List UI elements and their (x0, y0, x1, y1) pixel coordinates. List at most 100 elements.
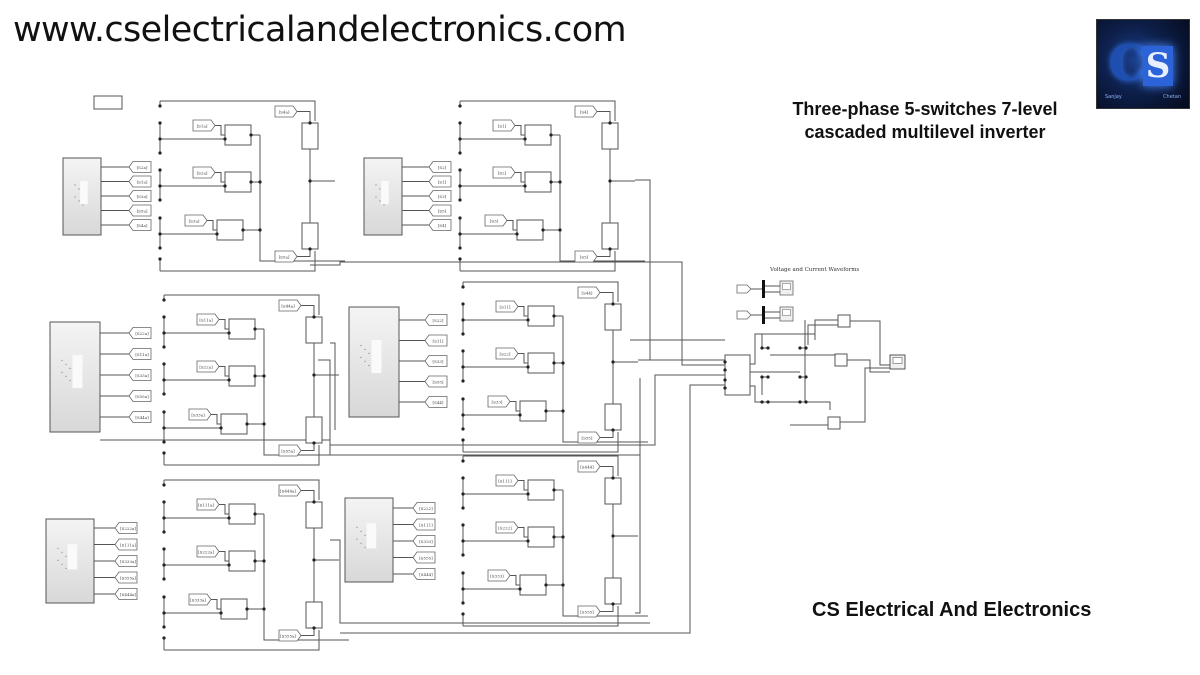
from-tag-d-gate-2[interactable] (495, 347, 519, 360)
logic-gate-block[interactable] (228, 503, 256, 525)
from-tag-b-sw-upper[interactable] (574, 105, 598, 118)
igbt-switch-lower[interactable] (604, 577, 622, 605)
voltage-measurement-block-2[interactable] (834, 353, 848, 367)
goto-tag-c-3[interactable] (128, 369, 152, 381)
igbt-switch-upper[interactable] (305, 316, 323, 344)
powergui-block[interactable] (93, 95, 123, 110)
goto-tag-a-3[interactable] (128, 190, 152, 202)
from-tag-b-gate-3[interactable] (484, 214, 508, 227)
from-tag-waveform-2[interactable] (736, 310, 752, 320)
logic-gate-block[interactable] (527, 479, 555, 501)
igbt-switch-lower[interactable] (601, 222, 619, 250)
igbt-switch-upper[interactable] (604, 303, 622, 331)
igbt-switch-lower[interactable] (305, 416, 323, 444)
from-tag-a-sw-upper[interactable] (274, 105, 298, 118)
logic-gate-block[interactable] (519, 574, 547, 596)
goto-tag-a-5[interactable] (128, 219, 152, 231)
goto-tag-b-1[interactable] (428, 161, 452, 173)
igbt-switch-upper[interactable] (305, 501, 323, 529)
from-tag-b-sw-lower[interactable] (574, 250, 598, 263)
logic-gate-block[interactable] (224, 124, 252, 146)
junction-dot (162, 451, 166, 455)
logic-gate-block[interactable] (524, 124, 552, 146)
goto-tag-d-1[interactable] (424, 314, 448, 326)
logic-gate-block[interactable] (228, 365, 256, 387)
measurement-block[interactable] (724, 354, 751, 396)
goto-tag-b-5[interactable] (428, 219, 452, 231)
igbt-switch-lower[interactable] (301, 222, 319, 250)
from-tag-d-gate-3[interactable] (487, 395, 511, 408)
goto-tag-a-1[interactable] (128, 161, 152, 173)
from-tag-a-gate-2[interactable] (192, 166, 216, 179)
logic-gate-block[interactable] (228, 550, 256, 572)
goto-tag-c-4[interactable] (128, 390, 152, 402)
goto-tag-f-5[interactable] (412, 568, 436, 580)
from-tag-e-gate-3[interactable] (188, 593, 212, 606)
logic-gate-block[interactable] (527, 352, 555, 374)
goto-tag-c-5[interactable] (128, 411, 152, 423)
goto-tag-d-4[interactable] (424, 375, 448, 388)
goto-tag-e-4[interactable] (114, 571, 138, 584)
goto-tag-a-2[interactable] (128, 175, 152, 188)
logic-gate-block[interactable] (220, 598, 248, 620)
goto-tag-d-5[interactable] (424, 396, 448, 408)
igbt-switch-upper[interactable] (301, 122, 319, 150)
from-tag-a-gate-3[interactable] (184, 214, 208, 227)
goto-tag-c-1[interactable] (128, 327, 152, 339)
from-tag-f-sw-lower[interactable] (577, 605, 601, 618)
from-tag-a-gate-1[interactable] (192, 119, 216, 132)
pwm-generator-block[interactable] (45, 518, 95, 604)
from-tag-a-sw-lower[interactable] (274, 250, 298, 263)
igbt-switch-lower[interactable] (305, 601, 323, 629)
goto-tag-b-3[interactable] (428, 190, 452, 202)
goto-tag-e-3[interactable] (114, 555, 138, 567)
voltage-measurement-block-1[interactable] (837, 314, 851, 328)
goto-tag-f-4[interactable] (412, 551, 436, 564)
logic-gate-block[interactable] (516, 219, 544, 241)
goto-tag-f-2[interactable] (412, 518, 436, 531)
from-tag-c-sw-upper[interactable] (278, 299, 302, 312)
from-tag-e-gate-2[interactable] (196, 545, 220, 558)
goto-tag-d-2[interactable] (424, 334, 448, 347)
from-tag-waveform-1[interactable] (736, 284, 752, 294)
from-tag-e-sw-lower[interactable] (278, 629, 302, 642)
from-tag-c-gate-2[interactable] (196, 360, 220, 373)
logic-gate-block[interactable] (224, 171, 252, 193)
igbt-switch-lower[interactable] (604, 403, 622, 431)
from-tag-d-sw-lower[interactable] (577, 431, 601, 444)
voltage-measurement-block-3[interactable] (827, 416, 841, 430)
goto-tag-b-4[interactable] (428, 204, 452, 217)
from-tag-d-sw-upper[interactable] (577, 286, 601, 299)
goto-tag-e-1[interactable] (114, 522, 138, 534)
igbt-switch-upper[interactable] (601, 122, 619, 150)
website-url[interactable]: www.cselectricalandelectronics.com (13, 10, 627, 50)
from-tag-c-gate-1[interactable] (196, 313, 220, 326)
goto-tag-f-1[interactable] (412, 502, 436, 514)
from-tag-d-gate-1[interactable] (495, 300, 519, 313)
logic-gate-block[interactable] (524, 171, 552, 193)
logic-gate-block[interactable] (527, 305, 555, 327)
goto-tag-e-5[interactable] (114, 588, 138, 600)
from-tag-f-gate-1[interactable] (495, 474, 519, 487)
logic-gate-block[interactable] (527, 526, 555, 548)
goto-tag-c-2[interactable] (128, 348, 152, 360)
logic-gate-block[interactable] (228, 318, 256, 340)
from-tag-f-sw-upper[interactable] (577, 460, 601, 473)
goto-tag-a-4[interactable] (128, 204, 152, 217)
from-tag-c-gate-3[interactable] (188, 408, 212, 421)
from-tag-f-gate-3[interactable] (487, 569, 511, 582)
from-tag-f-gate-2[interactable] (495, 521, 519, 534)
goto-tag-d-3[interactable] (424, 355, 448, 367)
from-tag-e-gate-1[interactable] (196, 498, 220, 511)
logic-gate-block[interactable] (216, 219, 244, 241)
from-tag-b-gate-2[interactable] (492, 166, 516, 179)
goto-tag-e-2[interactable] (114, 538, 138, 551)
goto-tag-f-3[interactable] (412, 535, 436, 547)
from-tag-c-sw-lower[interactable] (278, 444, 302, 457)
goto-tag-b-2[interactable] (428, 175, 452, 188)
logic-gate-block[interactable] (519, 400, 547, 422)
from-tag-e-sw-upper[interactable] (278, 484, 302, 497)
igbt-switch-upper[interactable] (604, 477, 622, 505)
logic-gate-block[interactable] (220, 413, 248, 435)
from-tag-b-gate-1[interactable] (492, 119, 516, 132)
